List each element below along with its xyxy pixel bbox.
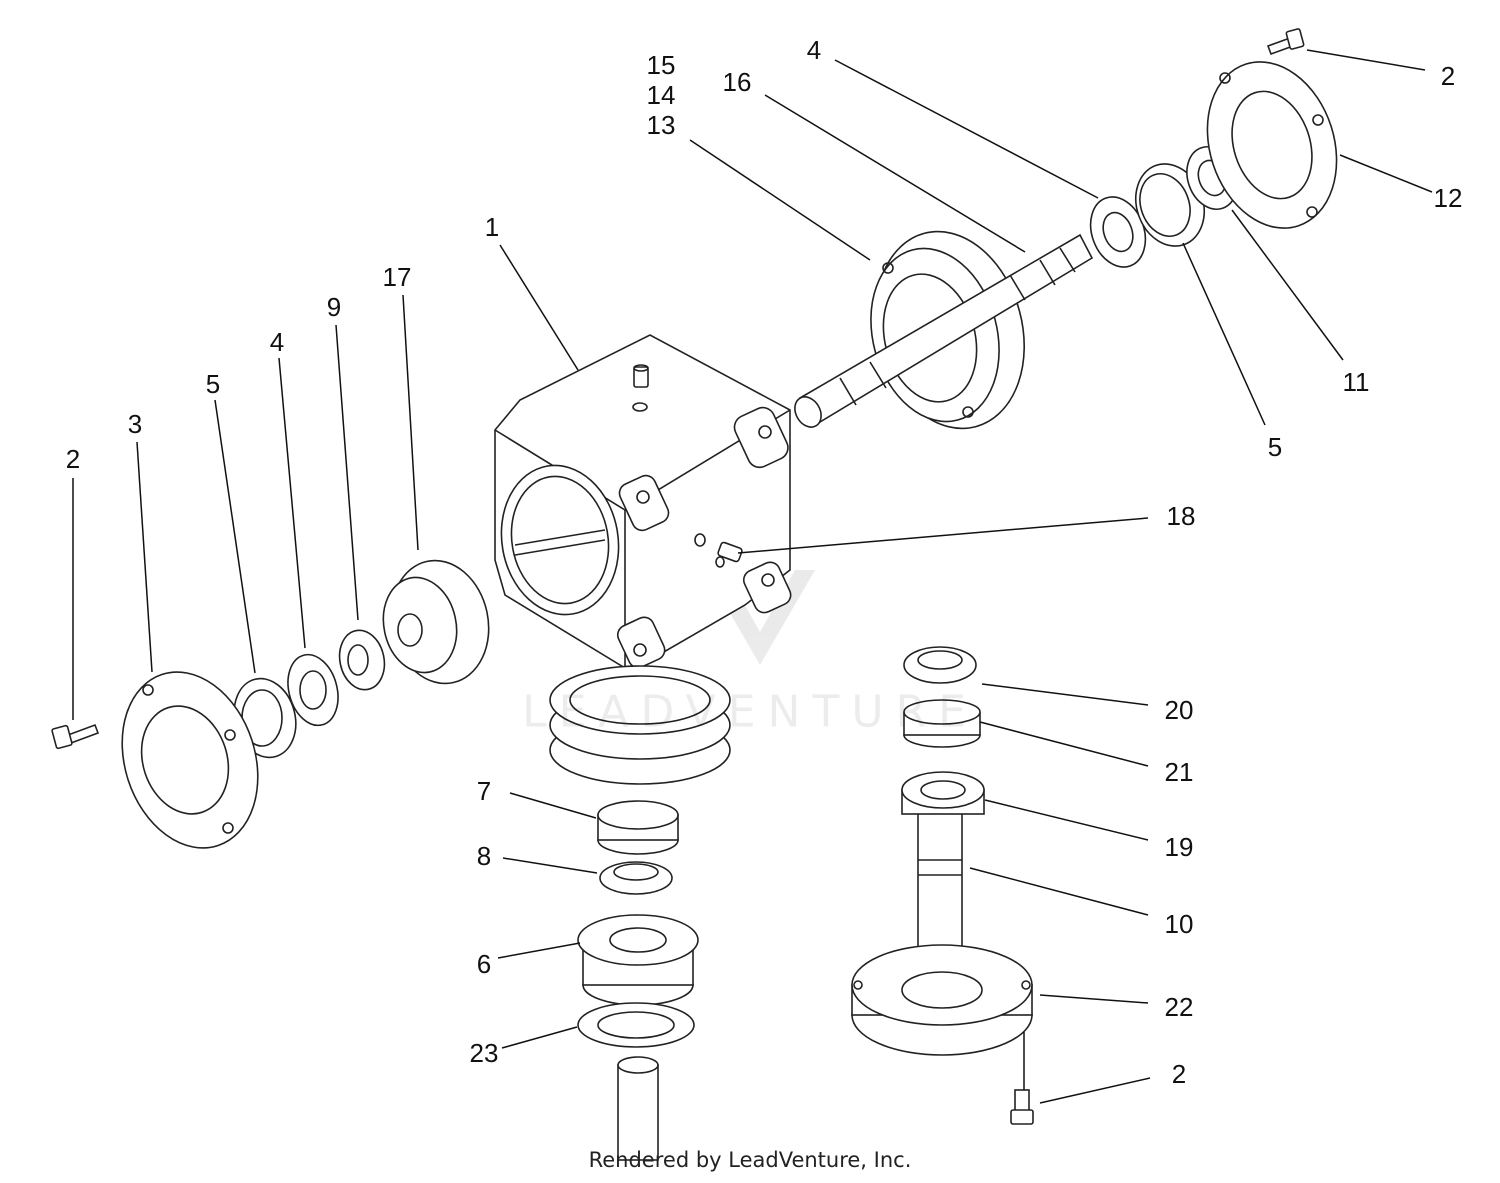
callout-3: 3 bbox=[127, 409, 143, 439]
callout-12: 12 bbox=[1433, 183, 1463, 213]
input-shaft bbox=[794, 233, 1094, 428]
bearing-cone-4-left bbox=[287, 653, 339, 727]
right-end-cap bbox=[1206, 61, 1338, 229]
lower-flange-ring bbox=[549, 665, 731, 785]
callout-22: 22 bbox=[1164, 992, 1194, 1022]
callout-6: 6 bbox=[476, 949, 492, 979]
callout-5-right: 5 bbox=[1267, 432, 1283, 462]
callout-7: 7 bbox=[476, 776, 492, 806]
callout-17: 17 bbox=[382, 262, 412, 292]
callout-21: 21 bbox=[1164, 757, 1194, 787]
seal-9 bbox=[338, 629, 386, 691]
callout-13: 13 bbox=[646, 110, 676, 140]
callout-9: 9 bbox=[326, 292, 342, 322]
seal-23 bbox=[577, 1002, 695, 1048]
callout-4-top: 4 bbox=[806, 35, 822, 65]
callout-4-left: 4 bbox=[269, 327, 285, 357]
bolt-left bbox=[51, 723, 100, 750]
callout-2-top: 2 bbox=[1440, 61, 1456, 91]
bolt-bottom bbox=[1010, 1089, 1034, 1125]
bearing-cup-21 bbox=[903, 699, 981, 748]
pulley-17 bbox=[382, 559, 490, 685]
render-credit: Rendered by LeadVenture, Inc. bbox=[588, 1148, 912, 1172]
callout-20: 20 bbox=[1164, 695, 1194, 725]
lower-housing-22 bbox=[851, 944, 1033, 1056]
cap-6 bbox=[577, 914, 699, 1006]
callout-19: 19 bbox=[1164, 832, 1194, 862]
callout-8: 8 bbox=[476, 841, 492, 871]
callout-23: 23 bbox=[469, 1038, 499, 1068]
shaft-10 bbox=[917, 789, 963, 961]
leader-lines bbox=[72, 49, 1433, 1104]
callout-5-left: 5 bbox=[205, 369, 221, 399]
callout-2-bottom: 2 bbox=[1171, 1059, 1187, 1089]
bearing-cup-7 bbox=[597, 800, 679, 855]
bearing-cone-20 bbox=[903, 646, 977, 684]
callout-2-left: 2 bbox=[65, 444, 81, 474]
bearing-19 bbox=[901, 771, 985, 815]
bearing-cone-8 bbox=[599, 861, 673, 895]
watermark-text: LEADVENTURE bbox=[522, 686, 978, 738]
bolt-top-right bbox=[1266, 28, 1305, 56]
output-shaft-stub bbox=[617, 1056, 659, 1161]
callout-16: 16 bbox=[722, 67, 752, 97]
gearbox-housing bbox=[494, 334, 792, 669]
callout-10: 10 bbox=[1164, 909, 1194, 939]
left-end-cap-3 bbox=[121, 671, 259, 849]
callout-1: 1 bbox=[484, 212, 500, 242]
callout-14: 14 bbox=[646, 80, 676, 110]
callout-18: 18 bbox=[1166, 501, 1196, 531]
callout-11: 11 bbox=[1342, 367, 1370, 397]
callout-15: 15 bbox=[646, 50, 676, 80]
